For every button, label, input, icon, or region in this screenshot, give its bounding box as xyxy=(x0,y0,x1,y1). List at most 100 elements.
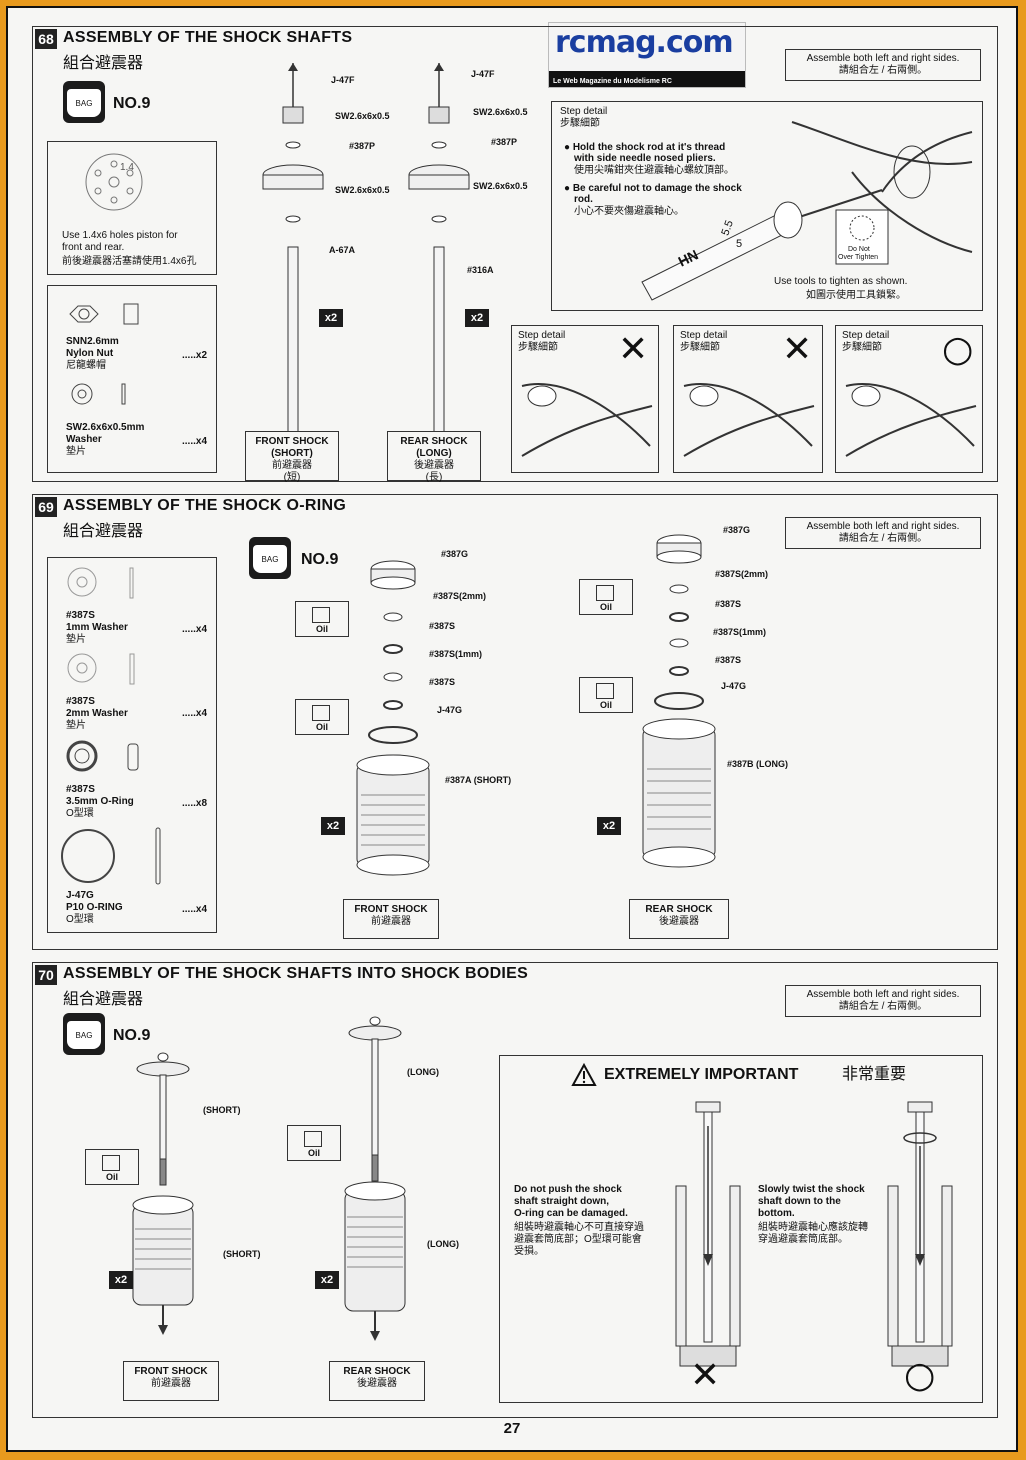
piston-drawing xyxy=(85,153,143,211)
correct-mark: ○ xyxy=(904,1355,936,1396)
step-title: ASSEMBLY OF THE SHOCK SHAFTS INTO SHOCK … xyxy=(63,965,529,982)
bag-icon: BAG xyxy=(249,537,291,579)
oil-note: Oil xyxy=(295,699,349,735)
quantity-badge: x2 xyxy=(597,817,621,835)
part-label: #316A xyxy=(467,265,494,275)
part-label: J-47F xyxy=(471,69,495,79)
part-label: #387S(2mm) xyxy=(715,569,769,579)
warning-icon xyxy=(571,1062,597,1086)
correct-mark: ○ xyxy=(942,329,974,370)
part-label: #387S xyxy=(429,621,456,631)
oil-bottle-icon xyxy=(304,1131,322,1147)
part-label: J-47F xyxy=(331,75,355,85)
oil-bottle-icon xyxy=(312,705,330,721)
parts-list-box: #387S 1mm Washer 墊片 .....x4 #387S 2mm Wa… xyxy=(47,557,217,933)
quantity-badge: x2 xyxy=(315,1271,339,1289)
bag-number: NO.9 xyxy=(113,95,151,112)
step-68-section: 68 ASSEMBLY OF THE SHOCK SHAFTS 組合避震器 As… xyxy=(32,26,998,483)
part-label: J-47G xyxy=(437,705,463,715)
short-label: (SHORT) xyxy=(223,1249,261,1259)
oil-bottle-icon xyxy=(596,683,614,699)
part-label: #387S xyxy=(429,677,456,687)
step-detail-panel-wrong-2: Step detail 步驟細節 ✕ xyxy=(673,325,823,473)
oil-bottle-icon xyxy=(596,585,614,601)
rear-shock-body-drawing xyxy=(642,534,716,868)
step-detail-panel-wrong-1: Step detail 步驟細節 ✕ xyxy=(511,325,659,473)
front-shock-body-drawing xyxy=(356,560,430,876)
rear-shock-caption: REAR SHOCK 後避震器 xyxy=(629,899,729,939)
shock-section-drawings xyxy=(675,1101,953,1367)
part-label: #387S(2mm) xyxy=(433,591,487,601)
rear-shock-caption: REAR SHOCK (LONG) 後避震器 (長) xyxy=(387,431,481,483)
page-number: 27 xyxy=(503,1420,521,1437)
front-shaft-into-body-drawing xyxy=(132,1052,194,1335)
bag-number: NO.9 xyxy=(113,1027,151,1044)
step-title: ASSEMBLY OF THE SHOCK O-RING xyxy=(63,497,347,514)
bag-icon: BAG xyxy=(63,1013,105,1055)
shaft-exploded-drawing xyxy=(262,63,470,444)
short-label: (SHORT) xyxy=(203,1105,241,1115)
step-number: 68 xyxy=(35,29,57,49)
part-label: A-67A xyxy=(329,245,356,255)
front-shock-caption: FRONT SHOCK 前避震器 xyxy=(123,1361,219,1401)
part-label: J-47G xyxy=(721,681,747,691)
part-label: #387A (SHORT) xyxy=(445,775,512,785)
part-label: #387P xyxy=(491,137,518,147)
quantity-badge: x2 xyxy=(109,1271,133,1289)
oil-note: Oil xyxy=(579,677,633,713)
quantity-badge: x2 xyxy=(465,309,489,327)
part-label: #387S xyxy=(715,655,742,665)
oil-bottle-icon xyxy=(102,1155,120,1171)
step-70-section: 70 ASSEMBLY OF THE SHOCK SHAFTS INTO SHO… xyxy=(32,962,998,1418)
important-notice-box: EXTREMELY IMPORTANT 非常重要 Do not push the… xyxy=(499,1055,983,1403)
manual-page: rcmag.com Le Web Magazine du Modelisme R… xyxy=(6,6,1018,1452)
parts-list-box: SNN2.6mm Nylon Nut 尼龍螺帽 .....x2 SW2.6x6x… xyxy=(47,285,217,473)
part-label: #387G xyxy=(723,525,751,535)
step-title: ASSEMBLY OF THE SHOCK SHAFTS xyxy=(63,29,353,46)
part-label: #387S(1mm) xyxy=(429,649,483,659)
logo-text: rcmag.com xyxy=(555,25,734,60)
piston-note-box: 1.4 Use 1.4x6 holes piston for front and… xyxy=(47,141,217,275)
step-number: 70 xyxy=(35,965,57,985)
parts-drawings xyxy=(69,303,139,405)
rear-shaft-into-body-drawing xyxy=(344,1016,406,1341)
part-label: SW2.6x6x0.5 xyxy=(473,107,528,117)
bag-icon: BAG xyxy=(63,81,105,123)
logo-tagline: Le Web Magazine du Modelisme RC xyxy=(553,78,672,85)
step-title-cn: 組合避震器 xyxy=(63,55,144,72)
hole-size-label: 1.4 xyxy=(120,162,134,173)
wrong-mark: ✕ xyxy=(690,1355,721,1396)
front-shock-caption: FRONT SHOCK (SHORT) 前避震器 (短) xyxy=(245,431,339,483)
oil-note: Oil xyxy=(85,1149,139,1185)
part-label: #387S(1mm) xyxy=(713,627,767,637)
step-title-cn: 組合避震器 xyxy=(63,991,144,1008)
oil-note: Oil xyxy=(287,1125,341,1161)
quantity-badge: x2 xyxy=(319,309,343,327)
part-label: SW2.6x6x0.5 xyxy=(335,111,390,121)
wrong-mark: ✕ xyxy=(782,329,813,370)
oil-note: Oil xyxy=(579,579,633,615)
front-shock-caption: FRONT SHOCK 前避震器 xyxy=(343,899,439,939)
part-label: #387P xyxy=(349,141,376,151)
rcmag-logo: rcmag.com Le Web Magazine du Modelisme R… xyxy=(548,22,746,88)
part-label: #387G xyxy=(441,549,469,559)
long-label: (LONG) xyxy=(427,1239,459,1249)
step-title-cn: 組合避震器 xyxy=(63,523,144,540)
oil-bottle-icon xyxy=(312,607,330,623)
long-label: (LONG) xyxy=(407,1067,439,1077)
quantity-badge: x2 xyxy=(321,817,345,835)
step-69-section: 69 ASSEMBLY OF THE SHOCK O-RING 組合避震器 As… xyxy=(32,494,998,950)
part-label: SW2.6x6x0.5 xyxy=(335,185,390,195)
wrong-mark: ✕ xyxy=(618,329,649,370)
part-label: #387B (LONG) xyxy=(727,759,789,769)
assemble-note: Assemble both left and right sides. 請組合左… xyxy=(785,49,981,81)
step-detail-box: Step detail 步驟細節 ● Hold the shock rod at… xyxy=(551,101,983,311)
rear-shock-caption: REAR SHOCK 後避震器 xyxy=(329,1361,425,1401)
pliers-drawing xyxy=(641,121,973,301)
part-label: #387S xyxy=(715,599,742,609)
parts-drawings xyxy=(61,567,161,885)
assemble-note: Assemble both left and right sides. 請組合左… xyxy=(785,517,981,549)
oil-note: Oil xyxy=(295,601,349,637)
step-number: 69 xyxy=(35,497,57,517)
step-detail-panel-correct: Step detail 步驟細節 ○ xyxy=(835,325,983,473)
